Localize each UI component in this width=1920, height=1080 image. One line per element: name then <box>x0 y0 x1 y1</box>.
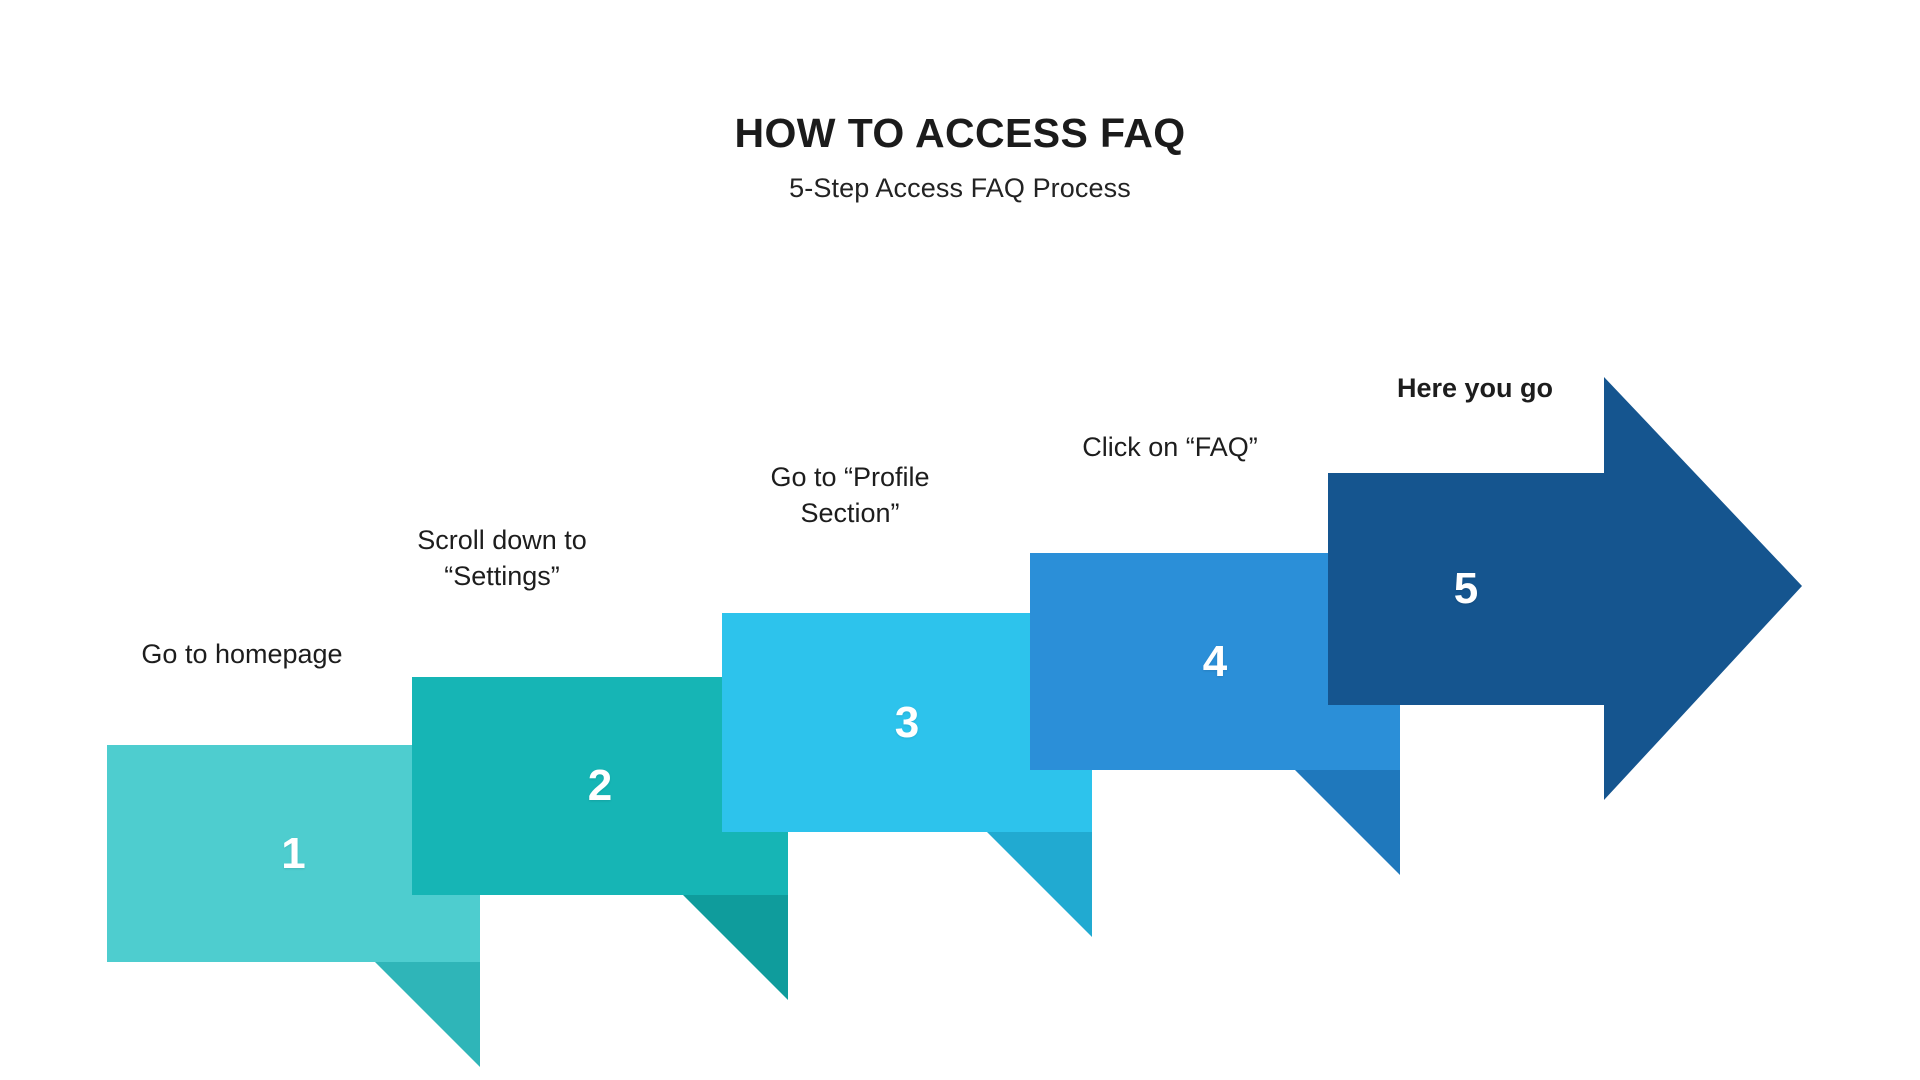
step-shadow-3 <box>987 832 1092 937</box>
page-subtitle: 5-Step Access FAQ Process <box>789 173 1131 204</box>
arrow-shape-icon <box>1328 377 1802 800</box>
step-number-4: 4 <box>1202 636 1228 686</box>
step-caption-3: Go to “Profile Section” <box>770 462 930 528</box>
page-title: HOW TO ACCESS FAQ <box>734 110 1186 156</box>
step-number-3: 3 <box>894 697 920 747</box>
step-block-5-arrow[interactable]: 5 <box>1328 377 1808 807</box>
step-caption-1: Go to homepage <box>141 639 343 669</box>
step-shadow-1 <box>375 962 480 1067</box>
step-caption-5: Here you go <box>1396 373 1554 403</box>
step-number-5: 5 <box>1453 564 1479 613</box>
step-number-1: 1 <box>281 828 306 878</box>
step-shadow-2 <box>683 895 788 1000</box>
step-number-2: 2 <box>587 761 613 810</box>
step-caption-4: Click on “FAQ” <box>1082 432 1258 462</box>
header: HOW TO ACCESS FAQ 5-Step Access FAQ Proc… <box>0 110 1920 204</box>
step-caption-2: Scroll down to “Settings” <box>417 525 587 591</box>
